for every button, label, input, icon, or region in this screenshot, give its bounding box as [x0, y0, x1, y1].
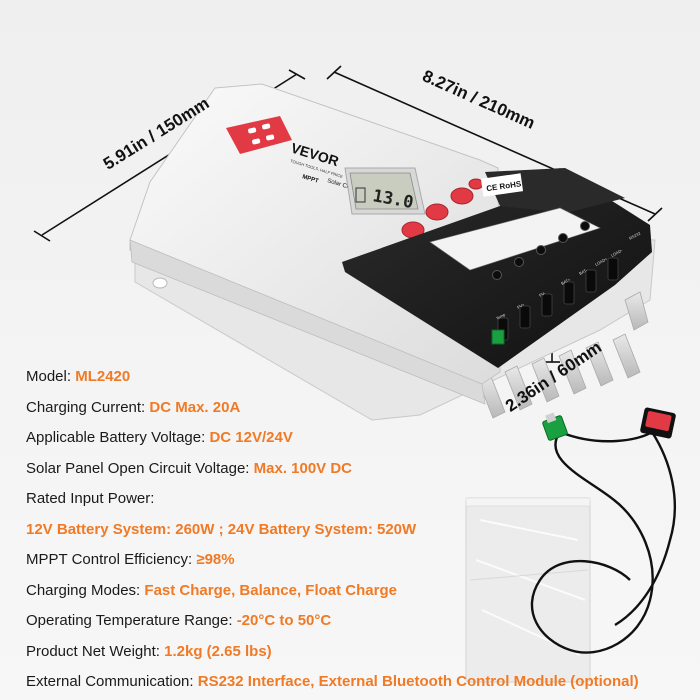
lcd-battery-icon [355, 187, 366, 203]
indicator-led [252, 138, 261, 145]
spec-label: MPPT Control Efficiency: [26, 551, 197, 568]
port-label-bat-minus: BAT- [578, 267, 589, 276]
spec-charging-current: Charging Current: DC Max. 20A [26, 393, 696, 424]
spec-label: External Communication: [26, 673, 198, 690]
specifications-list: Model: ML2420 Charging Current: DC Max. … [26, 362, 696, 698]
spec-charging-modes: Charging Modes: Fast Charge, Balance, Fl… [26, 576, 696, 607]
temp-sensor-port[interactable] [491, 329, 505, 345]
body-front-edge [129, 239, 486, 405]
accessory-bag [465, 497, 591, 683]
port-label-temp: Temp [495, 312, 507, 321]
device-model-tag: MPPT [301, 174, 319, 185]
port-label-load-minus: LOAD- [610, 247, 624, 257]
spec-label: Solar Panel Open Circuit Voltage: [26, 459, 254, 477]
spec-label: Charging Modes: [26, 581, 145, 599]
spec-label: Model: [26, 368, 76, 385]
spec-solar-voltage: Solar Panel Open Circuit Voltage: Max. 1… [26, 454, 696, 485]
spec-value: Max. 100V DC [253, 459, 353, 477]
spec-label: Applicable Battery Voltage: [26, 429, 210, 446]
cert-label-plate [480, 173, 524, 197]
spec-model: Model: ML2420 [26, 362, 696, 393]
red-bluetooth-module [640, 407, 676, 439]
spec-label: Charging Current: [26, 398, 150, 416]
spec-mppt-efficiency: MPPT Control Efficiency: ≥98% [26, 545, 696, 576]
control-button-small[interactable] [468, 178, 484, 190]
lcd-screen [349, 172, 419, 210]
spec-label-plate [429, 207, 601, 271]
indicator-led [248, 127, 257, 134]
port-label-pv-minus: PV- [538, 290, 547, 298]
spec-battery-voltage: Applicable Battery Voltage: DC 12V/24V [26, 423, 696, 454]
indicator-panel [226, 116, 292, 154]
port-label-pv-plus: PV+ [516, 302, 526, 310]
spec-value: DC 12V/24V [209, 429, 293, 446]
spec-value: 12V Battery System: 260W ; 24V Battery S… [26, 520, 417, 538]
spec-value: 1.2kg (2.65 lbs) [164, 642, 272, 660]
spec-value: Fast Charge, Balance, Float Charge [144, 581, 397, 599]
spec-battery-system-power: 12V Battery System: 260W ; 24V Battery S… [26, 515, 696, 546]
control-button-right[interactable] [450, 187, 474, 205]
terminal-ports[interactable] [497, 257, 619, 341]
indicator-led [266, 134, 275, 141]
spec-label: Rated Input Power: [26, 490, 155, 507]
terminal-screws [492, 221, 590, 280]
bluetooth-cable [530, 430, 677, 654]
port-label-load-plus: LOAD+ [594, 256, 609, 267]
spec-label: Operating Temperature Range: [26, 612, 237, 629]
spec-operating-temperature: Operating Temperature Range: -20°C to 50… [26, 606, 696, 637]
indicator-led [262, 123, 271, 130]
spec-label: Product Net Weight: [26, 642, 165, 660]
spec-value: DC Max. 20A [149, 398, 241, 416]
spec-rated-input-power: Rated Input Power: [26, 484, 696, 515]
port-label-rs232: RS232 [628, 230, 642, 241]
green-terminal-connector [542, 412, 568, 441]
spec-value: ≥98% [196, 551, 235, 568]
spec-value: ML2420 [75, 368, 131, 385]
spec-value: RS232 Interface, External Bluetooth Cont… [197, 673, 639, 690]
mount-hole [152, 277, 168, 289]
spec-net-weight: Product Net Weight: 1.2kg (2.65 lbs) [26, 637, 696, 668]
spec-value: -20°C to 50°C [236, 612, 332, 629]
control-button-middle[interactable] [425, 203, 449, 221]
port-label-bat-plus: BAT+ [560, 277, 572, 286]
spec-external-communication: External Communication: RS232 Interface,… [26, 667, 696, 698]
heatsink-fins [477, 291, 649, 419]
